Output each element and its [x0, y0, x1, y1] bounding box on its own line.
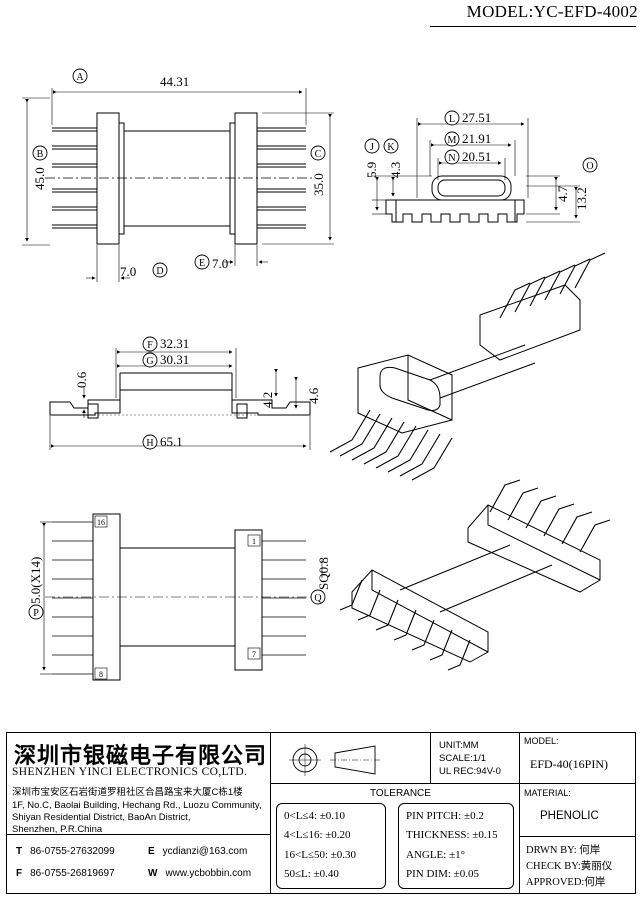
dim-b: 45.0: [32, 167, 47, 190]
tolerance-row: 0<L≤4: ±0.10: [284, 810, 346, 822]
divider: [270, 732, 272, 783]
scale-text: SCALE:1/1: [439, 753, 486, 764]
pin-1-label: 1: [252, 537, 256, 546]
unit-text: UNIT:MM: [439, 740, 479, 751]
address-cn: 深圳市宝安区石岩街道罗租社区合昌路宝来大厦C栋1楼: [12, 787, 243, 798]
tolerance-row: PIN DIM: ±0.05: [406, 868, 479, 880]
label-d: D: [156, 266, 163, 277]
tolerance-heading: TOLERANCE: [370, 788, 431, 799]
label-o: O: [586, 161, 593, 172]
label-k: K: [387, 142, 395, 153]
dim-h: 65.1: [160, 434, 183, 449]
divider: [6, 834, 270, 835]
web-label: W: [148, 868, 158, 879]
model-value: EFD-40(16PIN): [530, 757, 608, 771]
email-label: E: [148, 846, 155, 857]
title-block: [6, 732, 636, 894]
dim-c: 35.0: [311, 173, 326, 196]
technical-drawing: A B C D E L M N J K O F G H P Q 44.31 7.…: [22, 68, 611, 681]
address-en-1: 1F, No.C, Baolai Building, Hechang Rd., …: [12, 800, 262, 811]
label-a: A: [76, 72, 84, 83]
fax-label: F: [16, 868, 23, 879]
tel-value: 86-0755-27632099: [30, 846, 115, 857]
divider: [519, 836, 636, 837]
end-view: [372, 118, 580, 223]
label-b: B: [37, 149, 44, 160]
dim-j: 5.9: [364, 162, 379, 178]
dim-d: 7.0: [120, 264, 136, 279]
model-label: MODEL:: [524, 736, 559, 746]
iso-view-bottom: [339, 479, 611, 671]
fax-row: F 86-0755-26819697: [16, 868, 115, 879]
bottom-view: [40, 513, 323, 681]
top-view: [22, 88, 334, 282]
dim-k: 4.3: [388, 162, 403, 178]
pin-8-label: 8: [99, 670, 103, 679]
pin-16-label: 16: [97, 518, 105, 527]
email-value: ycdianzi@163.com: [162, 846, 248, 857]
side-view: [49, 348, 311, 450]
tolerance-box-right: [398, 803, 514, 889]
dim-n: 20.51: [462, 149, 491, 164]
material-value: PHENOLIC: [540, 810, 599, 822]
ul-text: UL REC:94V-0: [439, 766, 501, 777]
tolerance-box-left: [276, 803, 386, 889]
label-c: C: [315, 149, 322, 160]
tolerance-row: THICKNESS: ±0.15: [406, 829, 498, 841]
address-en-3: Shenzhen, P.R.China: [12, 824, 103, 835]
company-name-cn: 深圳市银磁电子有限公司: [14, 744, 268, 769]
label-l: L: [449, 114, 455, 125]
check-by: CHECK BY:黄丽仪: [526, 861, 613, 872]
dim-p: 5.0(X14): [28, 557, 43, 604]
company-name-en: SHENZHEN YINCI ELECTRONICS CO,LTD.: [12, 766, 248, 778]
label-m: M: [448, 135, 457, 146]
dim-side-46: 4.6: [306, 387, 321, 404]
address-en-2: Shiyan Residential District, BaoAn Distr…: [12, 812, 191, 823]
label-q: Q: [314, 593, 322, 604]
label-f: F: [147, 340, 153, 351]
iso-view-top: [329, 252, 606, 481]
model-title: MODEL:YC-EFD-4002: [466, 2, 638, 21]
title-underline: [430, 26, 636, 27]
dim-o2: 13.2: [574, 187, 589, 210]
dim-side-06: 0.6: [74, 371, 89, 388]
label-e: E: [199, 258, 205, 269]
drawn-by: DRWN BY: 何岸: [526, 845, 601, 856]
dim-l: 27.51: [462, 110, 491, 125]
material-label: MATERIAL:: [524, 788, 571, 798]
dim-e: 7.0: [212, 256, 228, 271]
divider: [430, 732, 432, 783]
pin-7-label: 7: [252, 650, 256, 659]
tel-label: T: [16, 846, 23, 857]
label-g: G: [146, 356, 153, 367]
divider: [270, 783, 519, 784]
dim-a: 44.31: [160, 74, 189, 89]
label-j: J: [370, 142, 374, 153]
tolerance-row: 50≤L: ±0.40: [284, 868, 339, 880]
tolerance-row: 4<L≤16: ±0.20: [284, 829, 351, 841]
projection-symbol: [289, 744, 380, 776]
tel-row: T 86-0755-27632099: [16, 846, 115, 857]
label-h: H: [146, 438, 153, 449]
divider: [270, 783, 272, 894]
label-p: P: [33, 608, 39, 619]
dim-g: 30.31: [160, 352, 189, 367]
dim-o1: 4.7: [555, 185, 570, 202]
label-n: N: [448, 153, 455, 164]
divider: [519, 732, 521, 894]
tolerance-row: PIN PITCH: ±0.2: [406, 810, 484, 822]
fax-value: 86-0755-26819697: [30, 868, 115, 879]
web-value: www.ycbobbin.com: [165, 868, 252, 879]
dim-m: 21.91: [462, 131, 491, 146]
divider: [519, 783, 636, 784]
dim-f: 32.31: [160, 336, 189, 351]
tolerance-row: ANGLE: ±1°: [406, 849, 466, 861]
dim-q: SQ0.8: [316, 557, 331, 590]
tolerance-row: 16<L≤50: ±0.30: [284, 849, 357, 861]
dim-side-42: 4.2: [260, 392, 275, 408]
approved-by: APPROVED:何岸: [526, 877, 606, 888]
